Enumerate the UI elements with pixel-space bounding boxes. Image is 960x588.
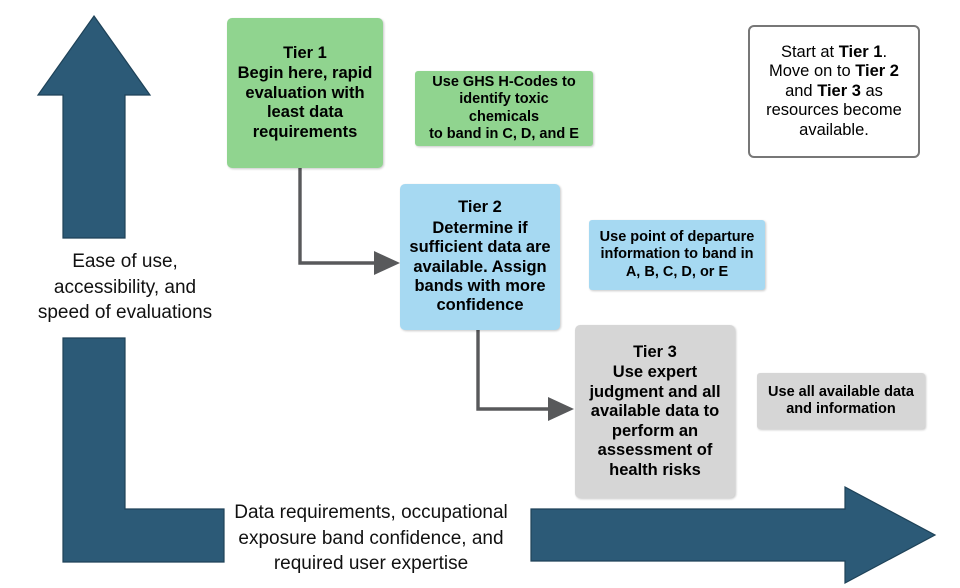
- tier-2-note-box[interactable]: Use point of departure information to ba…: [589, 220, 765, 290]
- tier-2-note-line-3: A, B, C, D, or E: [625, 263, 729, 280]
- tier-3-line-5: assessment of: [597, 441, 713, 460]
- callout-line-1: Start at Tier 1.: [780, 42, 888, 61]
- connector-tier2-arrowhead: [548, 397, 574, 421]
- tier-2-note-line-1: Use point of departure: [599, 229, 755, 246]
- callout-line-5: available.: [799, 120, 869, 139]
- horizontal-arrow: [530, 486, 937, 584]
- vertical-axis-label: Ease of use, accessibility, and speed of…: [14, 249, 236, 326]
- tier-1-box[interactable]: Tier 1 Begin here, rapid evaluation with…: [227, 18, 383, 168]
- horizontal-axis-label-line-1: Data requirements, occupational: [234, 502, 508, 523]
- tier-2-line-2: sufficient data are: [409, 238, 551, 257]
- tier-3-title: Tier 3: [633, 342, 677, 361]
- tier-3-line-6: health risks: [609, 460, 701, 479]
- tier-2-line-3: available. Assign: [413, 257, 547, 276]
- horizontal-axis-label-line-2: exposure band confidence, and: [238, 527, 504, 549]
- tier-2-line-4: bands with more: [414, 276, 546, 295]
- axis-corner-block: [62, 337, 225, 563]
- tier-1-line-2: evaluation with: [245, 83, 365, 102]
- tier-2-note-line-2: information to band in: [600, 246, 754, 263]
- connector-tier1-arrowhead: [374, 251, 400, 275]
- tier-1-line-3: least data: [266, 103, 344, 122]
- tier-3-note-line-2: and information: [786, 401, 896, 417]
- connector-tier2-to-tier3: [476, 330, 552, 411]
- tier-2-title: Tier 2: [458, 198, 502, 217]
- vertical-axis-label-line-3: speed of evaluations: [37, 302, 213, 324]
- tier-2-line-1: Determine if: [432, 218, 528, 237]
- tier-3-note-box[interactable]: Use all available data and information: [757, 373, 925, 429]
- horizontal-axis-label: Data requirements, occupational exposure…: [215, 500, 527, 577]
- tier-3-line-3: available data to: [590, 402, 720, 421]
- tier-1-note-box[interactable]: Use GHS H-Codes to identify toxic chemic…: [415, 71, 593, 146]
- tier-3-line-1: Use expert: [612, 363, 698, 382]
- vertical-axis-label-line-2: accessibility, and: [53, 276, 197, 298]
- start-here-callout[interactable]: Start at Tier 1. Move on to Tier 2 and T…: [748, 25, 920, 158]
- vertical-axis-label-line-1: Ease of use,: [72, 251, 178, 272]
- connector-tier1-to-tier2: [298, 168, 378, 265]
- tier-1-line-4: requirements: [252, 122, 358, 141]
- horizontal-axis-label-line-3: required user expertise: [273, 553, 469, 575]
- tier-2-line-5: confidence: [436, 296, 524, 315]
- tier-1-note-line-1: Use GHS H-Codes to: [432, 74, 576, 91]
- callout-line-2: Move on to Tier 2: [769, 62, 899, 81]
- tier-1-title: Tier 1: [283, 43, 327, 62]
- callout-line-4: resources become: [766, 101, 902, 120]
- tier-3-box[interactable]: Tier 3 Use expert judgment and all avail…: [575, 325, 735, 498]
- tier-1-note-line-3: to band in C, D, and E: [429, 125, 579, 142]
- tier-1-note-line-2: identify toxic chemicals: [459, 91, 549, 125]
- tier-1-line-1: Begin here, rapid: [237, 64, 373, 83]
- vertical-arrow-head: [36, 14, 152, 239]
- callout-line-3: and Tier 3 as: [785, 81, 883, 100]
- tier-2-box[interactable]: Tier 2 Determine if sufficient data are …: [400, 184, 560, 330]
- tier-3-note-line-1: Use all available data: [768, 383, 914, 400]
- tier-3-line-4: perform an: [611, 421, 699, 440]
- tier-3-line-2: judgment and all: [589, 382, 721, 401]
